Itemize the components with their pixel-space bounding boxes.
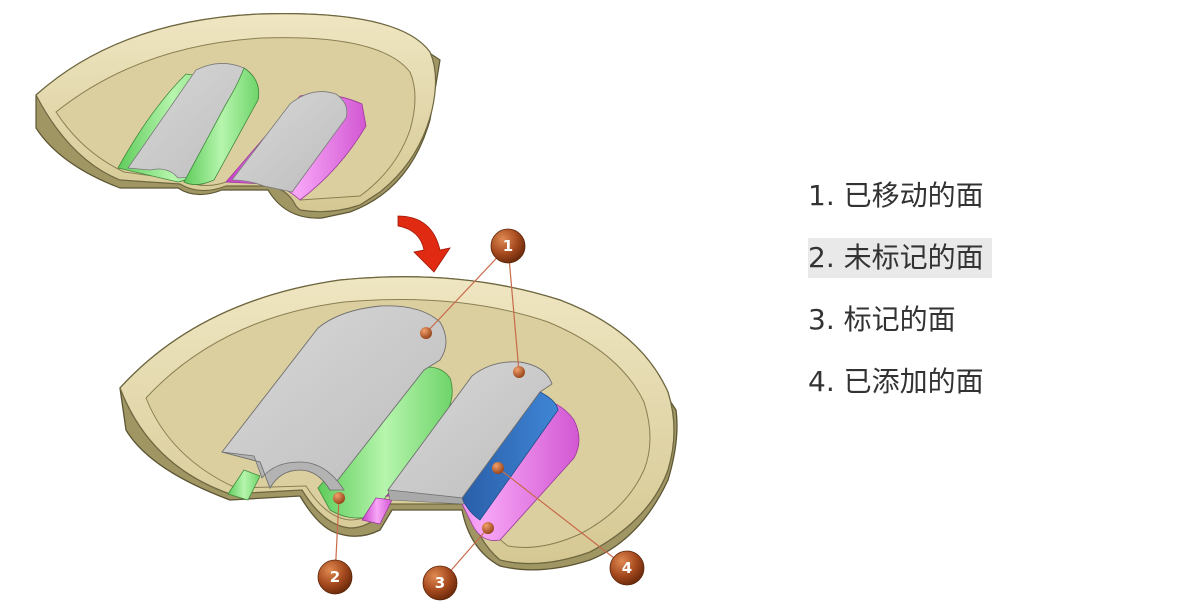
block-face-right (387, 361, 553, 499)
marker-dot-4 (492, 462, 504, 474)
unmarked-face (317, 366, 453, 519)
legend-item-label: 1. 已移动的面 (808, 179, 984, 212)
callout-label-2: 2 (330, 568, 340, 586)
callout-label-4: 4 (622, 559, 632, 577)
legend-item-added-face: 4. 已添加的面 (808, 356, 1108, 418)
legend-item-unmarked-face: 2. 未标记的面 (808, 232, 1108, 294)
unmarked-cylinder-before (183, 67, 260, 185)
legend-item-label: 3. 标记的面 (808, 303, 956, 336)
callout-badge-2: 2 (317, 559, 353, 595)
part-after (119, 276, 678, 571)
legend-item-label: 4. 已添加的面 (808, 365, 984, 398)
transition-arrow-icon (397, 215, 451, 273)
marker-dot-2 (333, 492, 345, 504)
callout-label-3: 3 (435, 574, 445, 592)
legend-item-label: 2. 未标记的面 (808, 238, 992, 278)
callout-badge-4: 4 (609, 550, 645, 586)
marker-dot-3 (482, 522, 494, 534)
block-face-before (231, 91, 348, 193)
callout-label-1: 1 (503, 237, 513, 255)
marker-dot-1a (420, 327, 432, 339)
legend-item-moved-face: 1. 已移动的面 (808, 170, 1108, 232)
leader-line-1b (507, 245, 520, 373)
callout-badge-3: 3 (422, 565, 458, 601)
legend-list: 1. 已移动的面 2. 未标记的面 3. 标记的面 4. 已添加的面 (808, 170, 1108, 418)
leader-line-1a (425, 245, 509, 334)
moved-block-front (221, 451, 345, 491)
part-before (35, 13, 441, 219)
part-illustration: 1 2 3 4 (35, 13, 678, 601)
added-face (461, 391, 559, 521)
leader-line-4 (497, 467, 628, 569)
unmarked-face-small (227, 469, 261, 501)
block-front-right (387, 489, 465, 505)
callout-badge-1: 1 (490, 228, 526, 264)
marker-dots (333, 327, 525, 534)
marker-dot-1b (513, 366, 525, 378)
legend-item-marked-face: 3. 标记的面 (808, 294, 1108, 356)
